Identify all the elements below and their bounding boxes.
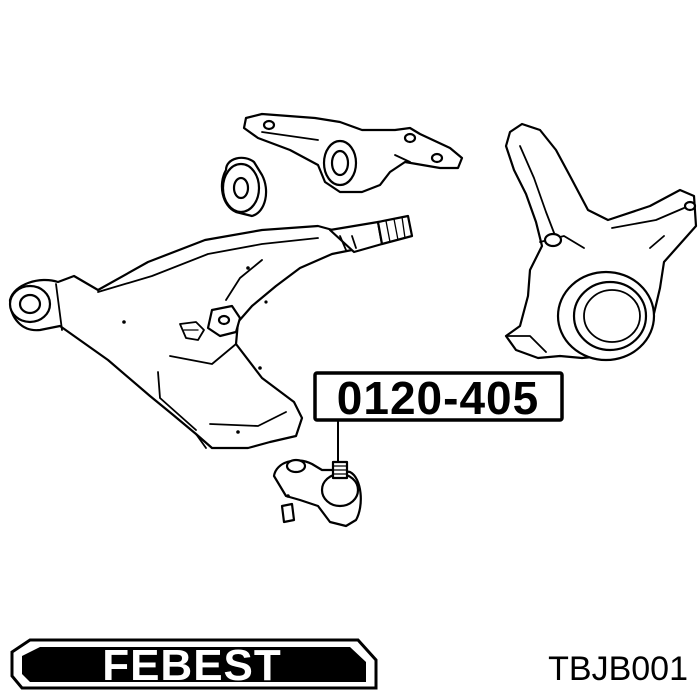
- steering-knuckle: [504, 122, 698, 362]
- part-number-callout: 0120-405: [313, 371, 564, 424]
- lower-control-arm: [8, 214, 414, 450]
- part-number-label: 0120-405: [337, 372, 539, 424]
- brand-logo-text: FEBEST: [102, 641, 282, 690]
- product-code-label: TBJB001: [548, 650, 688, 688]
- ball-joint: [272, 458, 362, 528]
- rubber-bushing: [220, 156, 268, 218]
- bushing-bracket: [242, 112, 464, 194]
- brand-logo: FEBEST: [10, 638, 378, 692]
